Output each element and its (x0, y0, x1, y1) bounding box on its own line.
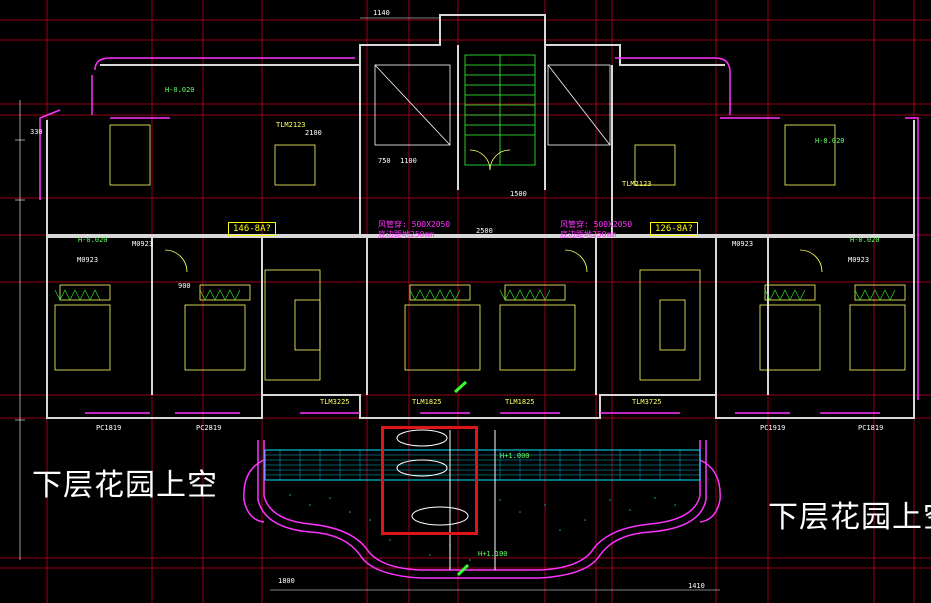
duct-note-right-sub: 底边距地250mm (560, 230, 617, 239)
duct-note-left-sub: 底边距地250mm (378, 230, 435, 239)
door-tag: M0923 (132, 240, 154, 248)
elevation-note: H-0.020 (165, 86, 195, 94)
elevation-note: H-0.020 (850, 236, 880, 244)
dimension-lines (15, 17, 720, 591)
furniture (54, 124, 906, 381)
window-tag: PC1819 (858, 424, 884, 432)
window-tag: TLM3725 (632, 398, 662, 406)
window-tag: PC1919 (760, 424, 786, 432)
garden-elevation-note: H+1.000 (500, 452, 530, 460)
garden-paving (264, 429, 701, 570)
left-garden-void-label: 下层花园上空 (32, 468, 218, 503)
dimension-text: 330 (30, 128, 43, 136)
dimension-text: 2100 (305, 129, 322, 137)
unit-area-tag-right: 126-8A? (650, 222, 698, 236)
garden-elevation-note: H+1.100 (478, 550, 508, 558)
dimension-text: 2500 (476, 227, 493, 235)
dimension-text: 1100 (400, 157, 417, 165)
window-tag: TLM1825 (505, 398, 535, 406)
unit-area-tag-left: 146-8A? (228, 222, 276, 236)
stair-core (374, 54, 611, 166)
window-tag: PC1819 (96, 424, 122, 432)
door-tag: M0923 (77, 256, 99, 264)
elevation-note: H-0.020 (815, 137, 845, 145)
railing-outline (39, 57, 919, 579)
duct-note-right: 风管穿: 500X2050 (560, 220, 633, 229)
outer-walls (46, 14, 915, 419)
door-swings (164, 149, 823, 273)
selection-box[interactable] (381, 426, 478, 535)
door-tag: M0923 (732, 240, 754, 248)
dimension-text: 900 (178, 282, 191, 290)
section-break-marks (453, 380, 470, 577)
window-tag: TLM2123 (622, 180, 652, 188)
window-tag: TLM1825 (412, 398, 442, 406)
window-strips (85, 117, 880, 414)
window-tag: PC2819 (196, 424, 222, 432)
dimension-text: 1410 (688, 582, 705, 590)
door-tag: M0923 (848, 256, 870, 264)
dimension-text: 1500 (510, 190, 527, 198)
right-garden-void-label: 下层花园上空 (768, 500, 931, 535)
dimension-text: 1140 (373, 9, 390, 17)
window-tag: TLM3225 (320, 398, 350, 406)
wardrobe-hatch (54, 289, 896, 301)
duct-note-left: 风管穿: 500X2050 (378, 220, 451, 229)
window-tag: TLM2123 (276, 121, 306, 129)
dimension-text: 1800 (278, 577, 295, 585)
elevation-note: H-0.020 (78, 236, 108, 244)
dimension-text: 750 (378, 157, 391, 165)
